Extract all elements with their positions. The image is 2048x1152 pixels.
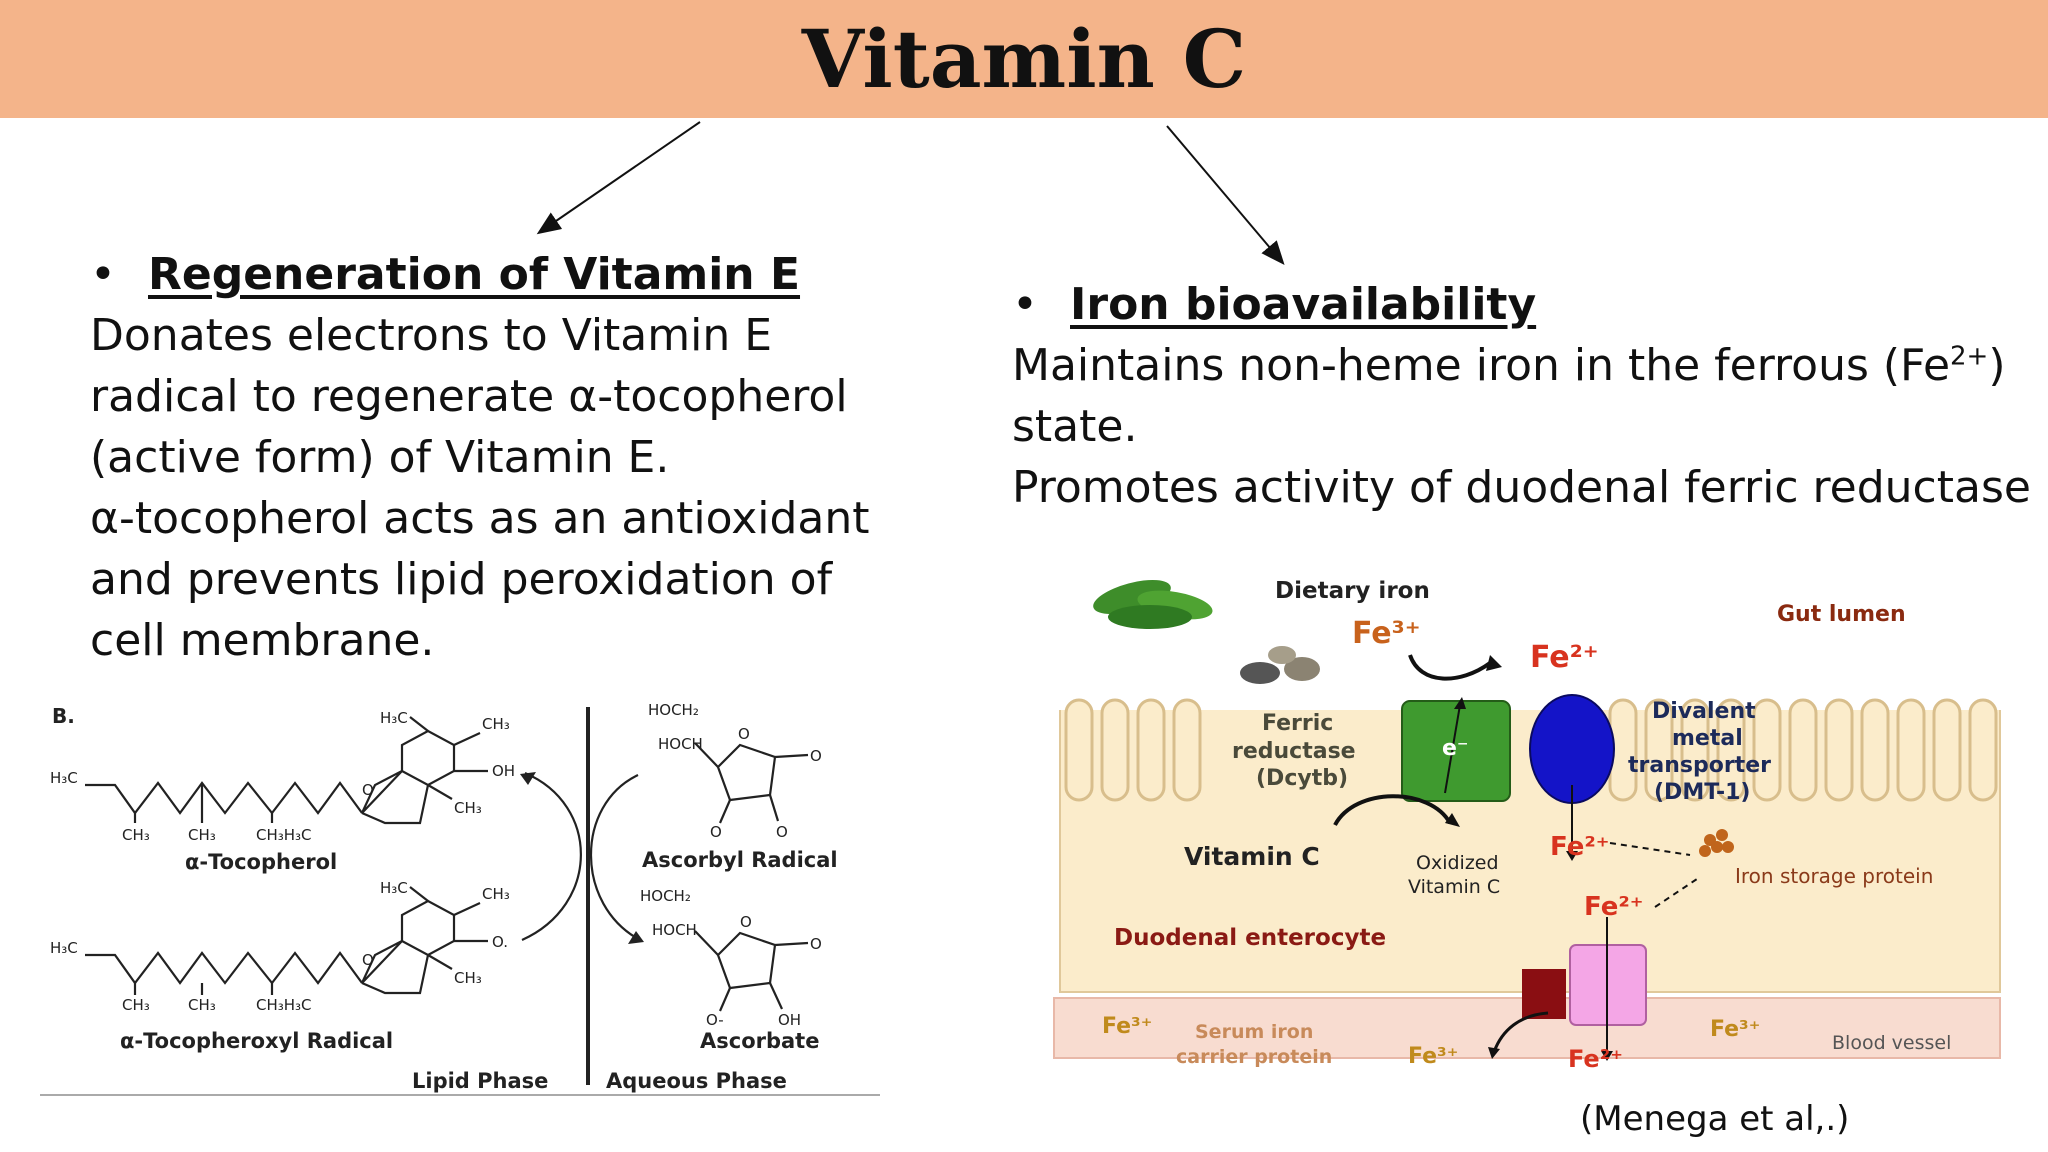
vitamin-e-line: (active form) of Vitamin E. — [90, 432, 670, 483]
atom-label: O — [738, 725, 750, 743]
vitamin-c-label: Vitamin C — [1184, 842, 1320, 871]
atom-label: CH₃ — [454, 799, 482, 817]
metal-label: metal — [1672, 726, 1743, 751]
atom-label: CH₃ — [188, 996, 216, 1014]
vitamin-e-line: cell membrane. — [90, 615, 435, 666]
enterocyte-label: Duodenal enterocyte — [1114, 925, 1386, 951]
citation: (Menega et al,.) — [1580, 1099, 1850, 1139]
storage-label: Iron storage protein — [1735, 864, 1933, 888]
fe2-lumen-label: Fe²⁺ — [1530, 640, 1599, 675]
atom-label: CH₃ — [122, 826, 150, 844]
oxidized-label: Oxidized — [1416, 852, 1499, 874]
electron-label: e⁻ — [1442, 736, 1469, 761]
atom-label: HOCH₂ — [648, 701, 699, 719]
arrow-to-left — [536, 121, 701, 235]
divalent-label: Divalent — [1652, 699, 1756, 724]
title-band — [0, 0, 2048, 118]
atom-label: HOCH — [652, 921, 697, 939]
fe3-blood-right-label: Fe³⁺ — [1710, 1017, 1760, 1042]
atom-label: CH₃ — [188, 826, 216, 844]
reductase-label: reductase — [1232, 739, 1356, 764]
spinach-icon — [1093, 579, 1213, 629]
alpha-tocopherol-label: α-Tocopherol — [185, 850, 337, 874]
iron-line-3: Promotes activity of duodenal ferric red… — [1012, 462, 2031, 513]
panel-label: B. — [52, 704, 75, 728]
vitamin-e-line: and prevents lipid peroxidation of — [90, 554, 833, 605]
iron-line-1: Maintains non-heme iron in the ferrous (… — [1012, 340, 2006, 391]
bullet-icon: • — [1012, 279, 1038, 330]
atom-label: HOCH₂ — [640, 887, 691, 905]
fe2-cytosol-label: Fe²⁺ — [1550, 832, 1609, 862]
atom-label: O- — [706, 1011, 724, 1029]
vitamin-e-heading: Regeneration of Vitamin E — [148, 249, 801, 300]
vitamin-e-line: radical to regenerate α-tocopherol — [90, 371, 848, 422]
dietary-iron-label: Dietary iron — [1275, 578, 1430, 604]
atom-label: O — [776, 823, 788, 841]
atom-label: O. — [492, 933, 508, 951]
slide-title: Vitamin C — [801, 12, 1247, 106]
fe2-blood-label: Fe²⁺ — [1568, 1045, 1623, 1073]
serum-label-1: Serum iron — [1195, 1021, 1313, 1043]
fe3-blood-mid-label: Fe³⁺ — [1408, 1044, 1458, 1069]
fe2-basolateral-label: Fe²⁺ — [1584, 892, 1643, 922]
vitamin-e-heading-row: • Regeneration of Vitamin E — [90, 244, 890, 305]
atom-label: OH — [778, 1011, 801, 1029]
atom-label: CH₃ — [482, 715, 510, 733]
atom-label: H₃C — [50, 939, 78, 957]
atom-label: O — [362, 781, 374, 799]
microvilli — [1064, 698, 1998, 802]
ferric-reductase — [1401, 700, 1511, 802]
ascorbate-label: Ascorbate — [700, 1029, 819, 1053]
iron-heading-row: • Iron bioavailability — [1012, 274, 2022, 335]
ascorbyl-radical-label: Ascorbyl Radical — [642, 848, 838, 872]
atom-label: O — [810, 747, 822, 765]
atom-label: CH₃ — [122, 996, 150, 1014]
vitamin-e-line: α-tocopherol acts as an antioxidant — [90, 493, 870, 544]
atom-label: CH₃H₃C — [256, 826, 312, 844]
tocopheroxyl-radical-label: α-Tocopheroxyl Radical — [120, 1029, 393, 1053]
atom-label: OH — [492, 762, 515, 780]
stones-icon — [1240, 646, 1320, 684]
connector-arrows — [536, 121, 1285, 266]
iron-heading: Iron bioavailability — [1070, 279, 1537, 330]
lipid-phase-label: Lipid Phase — [412, 1069, 548, 1093]
atom-label: H₃C — [380, 879, 408, 897]
gut-lumen-label: Gut lumen — [1777, 602, 1906, 627]
atom-label: O — [740, 913, 752, 931]
dmt1-label: (DMT-1) — [1654, 780, 1750, 805]
serum-label-2: carrier protein — [1176, 1046, 1332, 1068]
blood-vessel-label: Blood vessel — [1832, 1032, 1951, 1054]
atom-label: H₃C — [380, 709, 408, 727]
vitamin-e-section: • Regeneration of Vitamin E Donates elec… — [90, 244, 890, 671]
arrow-to-right — [1166, 125, 1285, 266]
atom-label: CH₃H₃C — [256, 996, 312, 1014]
dcytb-label: (Dcytb) — [1256, 766, 1348, 791]
vitamin-e-line: Donates electrons to Vitamin E — [90, 310, 773, 361]
atom-label: O — [710, 823, 722, 841]
tocopherol-ascorbate-diagram: B. H₃C CH₃ CH₃ CH₃H₃C H₃C CH₃ OH CH₃ O H… — [40, 701, 880, 1096]
iron-line-2: state. — [1012, 401, 1138, 452]
ferric-label: Ferric — [1262, 711, 1333, 736]
oxidized-vitc-label: Vitamin C — [1408, 876, 1500, 898]
aqueous-phase-label: Aqueous Phase — [606, 1069, 787, 1093]
atom-label: O — [362, 951, 374, 969]
atom-label: CH₃ — [454, 969, 482, 987]
transporter-label: transporter — [1628, 753, 1771, 778]
atom-label: O — [810, 935, 822, 953]
iron-absorption-diagram: Dietary iron Gut lumen Fe³⁺ Fe²⁺ Ferric … — [1053, 578, 2001, 1073]
bullet-icon: • — [90, 249, 116, 300]
atom-label: HOCH — [658, 735, 703, 753]
fe3-lumen-label: Fe³⁺ — [1352, 616, 1421, 651]
iron-section: • Iron bioavailability Maintains non-hem… — [1012, 274, 2031, 518]
fe3-blood-left-label: Fe³⁺ — [1102, 1014, 1152, 1039]
atom-label: CH₃ — [482, 885, 510, 903]
iron-storage-icon — [1699, 829, 1734, 857]
atom-label: H₃C — [50, 769, 78, 787]
basolateral-red-box — [1522, 969, 1566, 1019]
